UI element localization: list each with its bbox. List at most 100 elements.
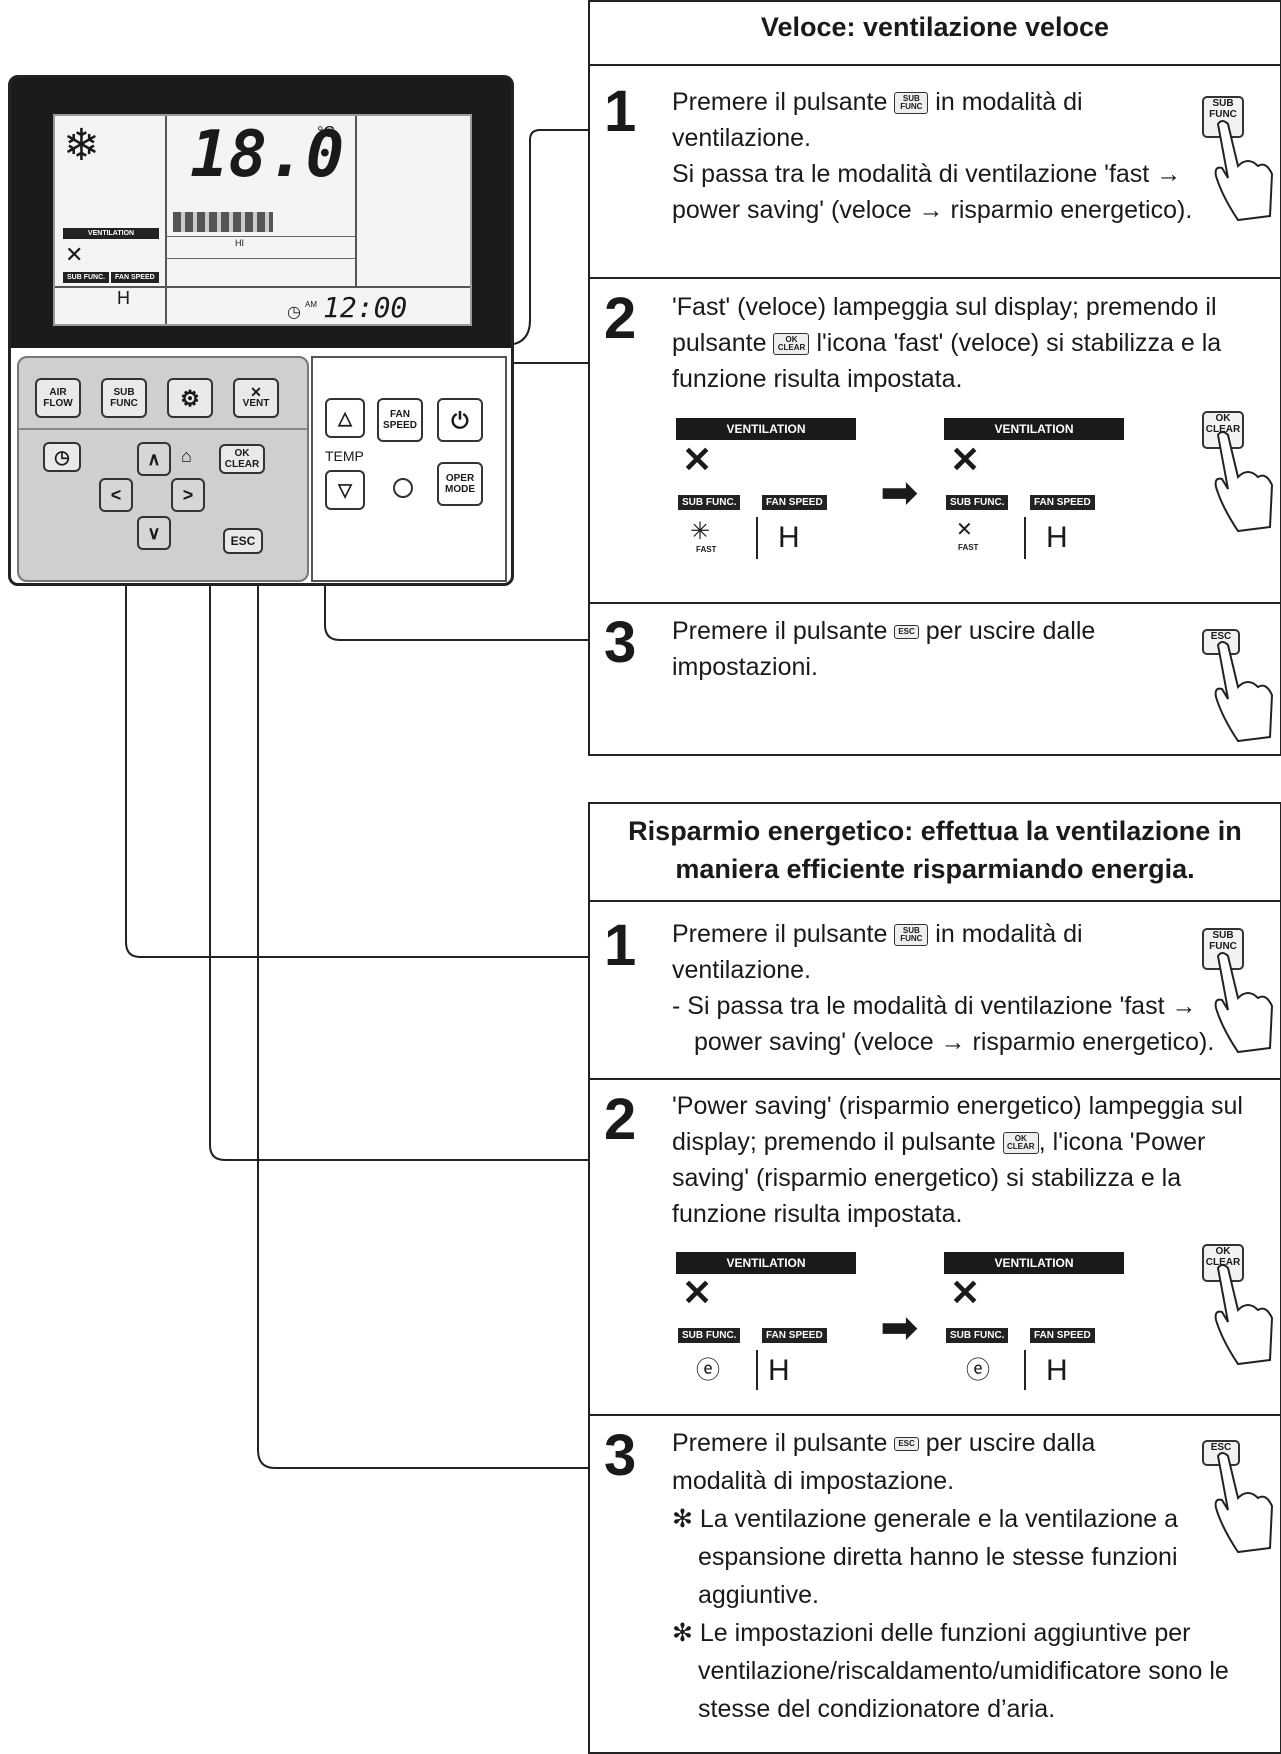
lcd-divider-low (165, 258, 355, 259)
power-icon: ⏻ (451, 407, 469, 433)
lcd-fan-value: H (117, 288, 130, 308)
saving-note1-c: aggiuntive. (698, 1581, 819, 1609)
pointing-hand-icon (1214, 641, 1274, 743)
vent-icon: ✕ (250, 384, 262, 400)
fast-step1-row: 1 Premere il pulsante SUB FUNC in modali… (590, 64, 1280, 281)
saving-step3-text: Premere il pulsante ESC per uscire dalla… (672, 1424, 1229, 1728)
saving-note1-b: espansione diretta hanno le stesse funzi… (698, 1543, 1178, 1571)
settings-button[interactable]: ⚙ (167, 378, 213, 418)
fast-step1-c: ventilazione. (672, 124, 811, 152)
saving-after-fan-tag: FAN SPEED (1030, 1328, 1095, 1343)
chevron-up-icon: ∧ (147, 448, 161, 469)
snowflake-icon: ❄ (63, 121, 100, 170)
saving-step1-a: Premere il pulsante (672, 920, 888, 948)
fast-step1-e: power saving' (veloce → risparmio energe… (672, 196, 1193, 224)
sub-func-button[interactable]: SUB FUNC (101, 378, 147, 418)
saving-before-ventilation-bar: VENTILATION (676, 1252, 856, 1274)
saving-step2-a: 'Power saving' (risparmio energetico) la… (672, 1092, 1243, 1120)
keypad-divider (19, 428, 307, 430)
fast-before-sub-tag: SUB FUNC. (678, 495, 741, 510)
chevron-down-icon: ∨ (147, 522, 161, 543)
fast-title: Veloce: ventilazione veloce (760, 12, 1110, 42)
pointing-hand-icon (1214, 431, 1274, 533)
right-button[interactable]: > (171, 478, 205, 512)
ok-clear-button[interactable]: OK CLEAR (219, 444, 265, 474)
lcd-divider-mid (165, 236, 355, 237)
saving-step1-e: power saving' (veloce → risparmio energe… (694, 1028, 1215, 1056)
timer-button[interactable]: ◷ (43, 442, 81, 472)
esc-mini-icon: ESC (894, 1437, 919, 1452)
saving-step3-c: modalità di impostazione. (672, 1467, 955, 1495)
fast-step1-d: Si passa tra le modalità di ventilazione… (672, 160, 1182, 188)
fast-before-fan-tag: FAN SPEED (762, 495, 827, 510)
saving-step1-number: 1 (604, 913, 637, 978)
fast-step1-a: Premere il pulsante (672, 88, 888, 116)
vent-button[interactable]: ✕ VENT (233, 378, 279, 418)
ok-clear-press-illustration: OK CLEAR (1202, 411, 1244, 449)
arrow-right-icon: ➡ (880, 1301, 919, 1353)
saving-before-h: H (768, 1354, 790, 1387)
right-panel: △ TEMP ▽ FAN SPEED ⏻ OPER MODE (311, 356, 507, 582)
esc-button[interactable]: ESC (223, 528, 263, 554)
saving-step1-row (590, 900, 1280, 1080)
lcd-ventilation-tag: VENTILATION (63, 228, 159, 239)
saving-after-ventilation-bar: VENTILATION (944, 1252, 1124, 1274)
lcd-fan-bar (173, 212, 273, 232)
saving-title-line1: Risparmio energetico: effettua la ventil… (628, 816, 1242, 846)
saving-note1-a: ✻ La ventilazione generale e la ventilaz… (672, 1505, 1179, 1533)
indicator-led (393, 478, 413, 498)
arrow-right-icon: ➡ (880, 466, 919, 518)
saving-after-sep (1024, 1350, 1026, 1390)
fast-step2-b2: l'icona 'fast' (veloce) si stabilizza e … (816, 329, 1222, 357)
fast-after-sep (1024, 517, 1026, 559)
power-button[interactable]: ⏻ (437, 398, 483, 442)
fast-ventilation-box-lower: 2 'Fast' (veloce) lampeggia sul display;… (588, 277, 1281, 756)
remote-controller: ❄ 18.0 °C HI VENTILATION ✕ SUB FUNC. FAN… (8, 75, 514, 586)
lcd-am: AM (305, 300, 317, 309)
saving-step2-text: 'Power saving' (risparmio energetico) la… (672, 1088, 1243, 1232)
oper-mode-button[interactable]: OPER MODE (437, 462, 483, 506)
saving-note2-c: stesse del condizionatore d’aria. (698, 1695, 1056, 1723)
fast-step2-a: 'Fast' (veloce) lampeggia sul display; p… (672, 293, 1217, 321)
saving-step2-number: 2 (604, 1087, 637, 1152)
fast-step3-b: per uscire dalle (925, 617, 1096, 645)
fast-after-fan-tag: FAN SPEED (1030, 495, 1095, 510)
ok-clear-mini-icon: OK CLEAR (1002, 1132, 1039, 1155)
down-button[interactable]: ∨ (137, 516, 171, 550)
fast-step3-text: Premere il pulsante ESC per uscire dalle… (672, 613, 1095, 685)
temp-down-button[interactable]: ▽ (325, 470, 365, 510)
fast-before-h: H (778, 521, 800, 554)
lcd-temperature: 18.0 (190, 118, 345, 192)
lcd-fan-speed-tag: FAN SPEED (111, 272, 159, 283)
fast-step3-c: impostazioni. (672, 653, 818, 681)
saving-note2-a: ✻ Le impostazioni delle funzioni aggiunt… (672, 1619, 1191, 1647)
saving-note2-b: ventilazione/riscaldamento/umidificatore… (698, 1657, 1229, 1685)
fast-before-sep (756, 517, 758, 559)
saving-before-vent-icon: ✕ (682, 1272, 713, 1313)
fan-speed-button[interactable]: FAN SPEED (377, 398, 423, 442)
triangle-down-icon: ▽ (338, 479, 352, 500)
saving-after-sub-tag: SUB FUNC. (946, 1328, 1009, 1343)
fast-step3-row (590, 602, 1280, 754)
chevron-left-icon: < (110, 484, 122, 505)
gear-icon: ⚙ (180, 385, 200, 411)
saving-before-fan-tag: FAN SPEED (762, 1328, 827, 1343)
fast-before-fast-label: FAST (696, 545, 717, 554)
fast-after-ventilation-bar: VENTILATION (944, 418, 1124, 440)
sub-func-mini-icon: SUB FUNC (894, 92, 929, 115)
saving-step2-d: funzione risulta impostata. (672, 1200, 963, 1228)
saving-step2-b1: display; premendo il pulsante (672, 1128, 996, 1156)
saving-step1-b: in modalità di (935, 920, 1083, 948)
saving-step1-c: ventilazione. (672, 956, 811, 984)
temp-label: TEMP (325, 448, 364, 464)
fast-step1-number: 1 (604, 79, 637, 144)
fast-before-vent-icon: ✕ (682, 439, 713, 480)
keypad: AIR FLOW SUB FUNC ⚙ ✕ VENT ◷ ∧ ⌂ OK CLEA… (17, 356, 309, 582)
air-flow-button[interactable]: AIR FLOW (35, 378, 81, 418)
left-button[interactable]: < (99, 478, 133, 512)
pointing-hand-icon (1214, 1452, 1274, 1554)
esc-mini-icon: ESC (894, 625, 919, 640)
temp-up-button[interactable]: △ (325, 398, 365, 438)
up-button[interactable]: ∧ (137, 442, 171, 476)
saving-after-vent-icon: ✕ (950, 1272, 981, 1313)
